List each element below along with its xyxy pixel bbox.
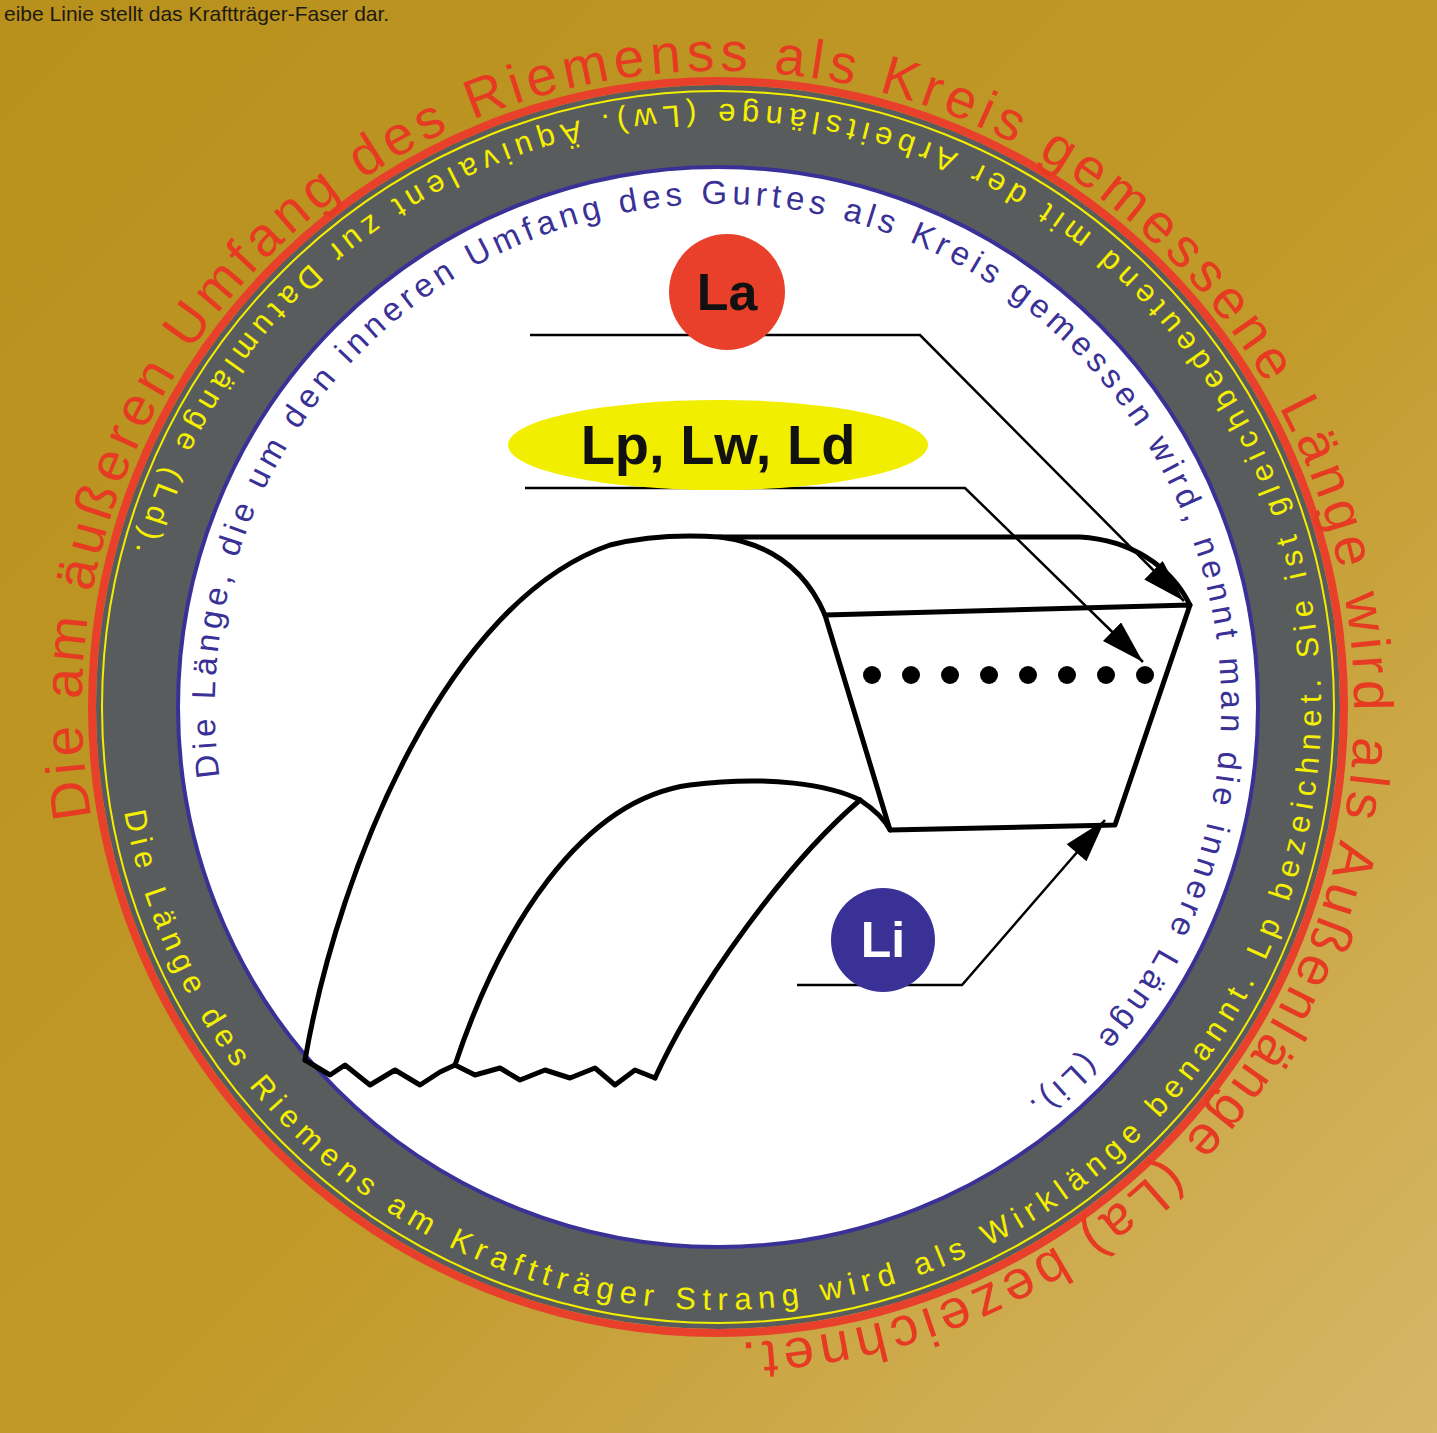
leader-lines (525, 335, 1184, 985)
belt-torn-end (305, 1060, 655, 1085)
v-belt (305, 536, 1190, 1085)
ring-ground (96, 85, 1340, 1329)
badge-fill (508, 400, 928, 490)
length-badge: Li (831, 888, 935, 992)
ring-text-line: Die Länge des Riemens am Kraftträger Str… (117, 97, 1328, 1317)
belt-arch-edge (720, 537, 825, 615)
belt-side-edge (655, 800, 860, 1078)
ring-text: Die am äußeren Umfang des Riemenss als K… (32, 21, 1405, 1393)
inner-disc (178, 167, 1258, 1247)
badge-fill (831, 888, 935, 992)
ring-text-line: Die Länge, die um den inneren Umfang des… (185, 174, 1251, 1127)
belt-top-outline (305, 536, 1190, 1060)
ring-band: Die am äußeren Umfang des Riemenss als K… (18, 7, 1418, 1407)
note-text: eibe Linie stellt das Kraftträger-Faser … (4, 2, 389, 26)
cord-line-dots (863, 666, 1154, 684)
ring-text: Die Länge, die um den inneren Umfang des… (185, 174, 1251, 1127)
badge-fill (669, 234, 785, 350)
length-symbol: Li (861, 915, 905, 965)
length-badge: Lp, Lw, Ld (508, 400, 928, 490)
ring-text: Die Länge des Riemens am Kraftträger Str… (117, 97, 1328, 1317)
outer-ring-line (92, 81, 1344, 1333)
leader-line (525, 488, 1143, 662)
length-badge: La (669, 234, 785, 350)
belt-inner-arch (455, 781, 890, 1065)
ring-text-layer: Die am äußeren Umfang des Riemenss als K… (18, 7, 1418, 1407)
pitch-ring-line (102, 91, 1334, 1323)
length-symbol: La (697, 266, 758, 318)
ring-text-line: Die am äußeren Umfang des Riemenss als K… (32, 21, 1405, 1393)
length-symbol: Lp, Lw, Ld (581, 417, 856, 473)
belt-cross-section (825, 605, 1190, 830)
